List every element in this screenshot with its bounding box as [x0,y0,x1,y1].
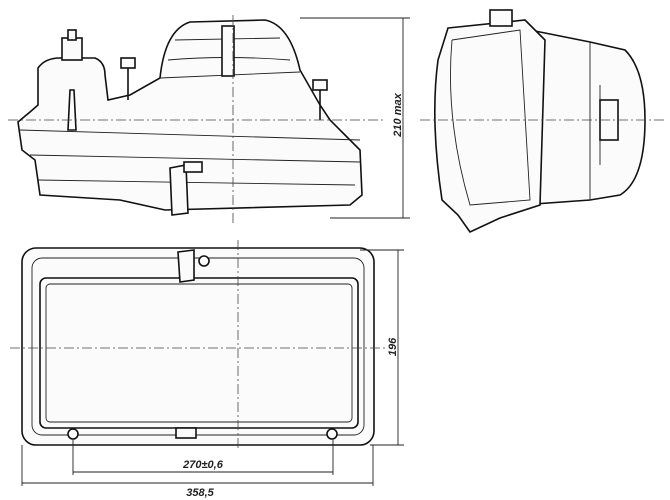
dimension-label: 196 [387,337,399,356]
dimension-mount-spacing: 270±0,6 [72,440,334,475]
dimension-label: 358,5 [186,487,214,499]
side-view [8,15,385,225]
mount-screw [326,428,338,440]
mount-clip [169,164,189,216]
mount-screw [67,428,79,440]
bulb-socket [61,37,83,61]
dimension-height: 196 [360,249,404,446]
lamp-housing [17,19,363,211]
adjuster-screw-left [120,57,136,100]
dimension-width: 358,5 [21,445,374,499]
dimension-height-max: 210 max [300,17,410,219]
dimension-label: 270±0,6 [182,459,224,471]
adjuster-screw-right [312,79,328,120]
lens [39,277,359,429]
mount-screw [198,255,210,267]
end-view [420,9,665,234]
front-view [10,240,388,450]
dimension-label: 210 max [392,92,404,137]
